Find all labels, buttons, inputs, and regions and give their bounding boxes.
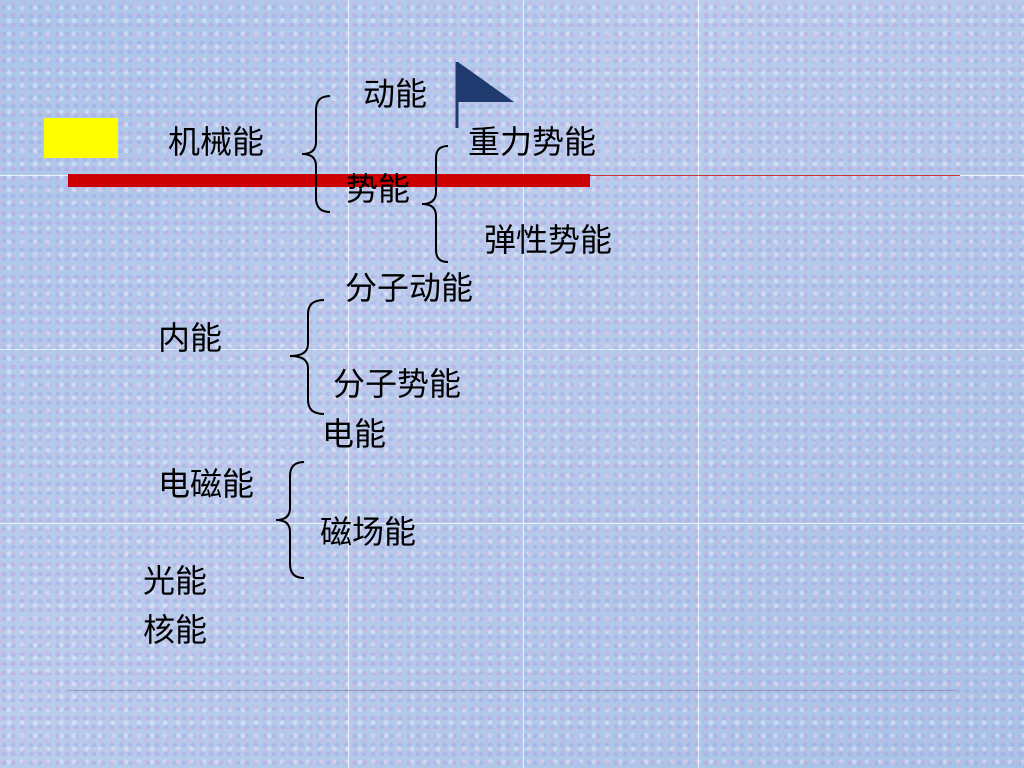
brace-electromagnetic xyxy=(275,461,305,579)
brace-potential xyxy=(421,145,449,263)
brace-mechanical xyxy=(301,95,331,213)
yellow-accent-box xyxy=(44,118,118,158)
label-electromagnetic-energy: 电磁能 xyxy=(158,465,255,503)
flag-icon xyxy=(455,62,514,128)
label-potential-energy: 势能 xyxy=(346,170,411,208)
label-molecular-kinetic-energy: 分子动能 xyxy=(345,269,474,307)
red-accent-line xyxy=(590,175,960,176)
label-electric-energy: 电能 xyxy=(322,415,387,453)
red-accent-bar xyxy=(68,174,590,187)
grid-line-horizontal xyxy=(0,523,1024,524)
label-gravitational-potential-energy: 重力势能 xyxy=(468,123,597,161)
grid-line-vertical xyxy=(348,0,349,768)
label-internal-energy: 内能 xyxy=(158,319,223,357)
grid-line-horizontal xyxy=(0,349,1024,350)
label-kinetic-energy: 动能 xyxy=(363,75,428,113)
label-light-energy: 光能 xyxy=(143,562,208,600)
grid-line-vertical xyxy=(523,0,524,768)
label-mechanical-energy: 机械能 xyxy=(168,123,265,161)
label-elastic-potential-energy: 弹性势能 xyxy=(484,221,613,259)
label-molecular-potential-energy: 分子势能 xyxy=(333,365,462,403)
label-nuclear-energy: 核能 xyxy=(143,611,208,649)
label-magnetic-field-energy: 磁场能 xyxy=(320,513,417,551)
grid-line-vertical xyxy=(698,0,699,768)
bottom-divider xyxy=(68,690,956,691)
brace-internal xyxy=(289,299,325,415)
